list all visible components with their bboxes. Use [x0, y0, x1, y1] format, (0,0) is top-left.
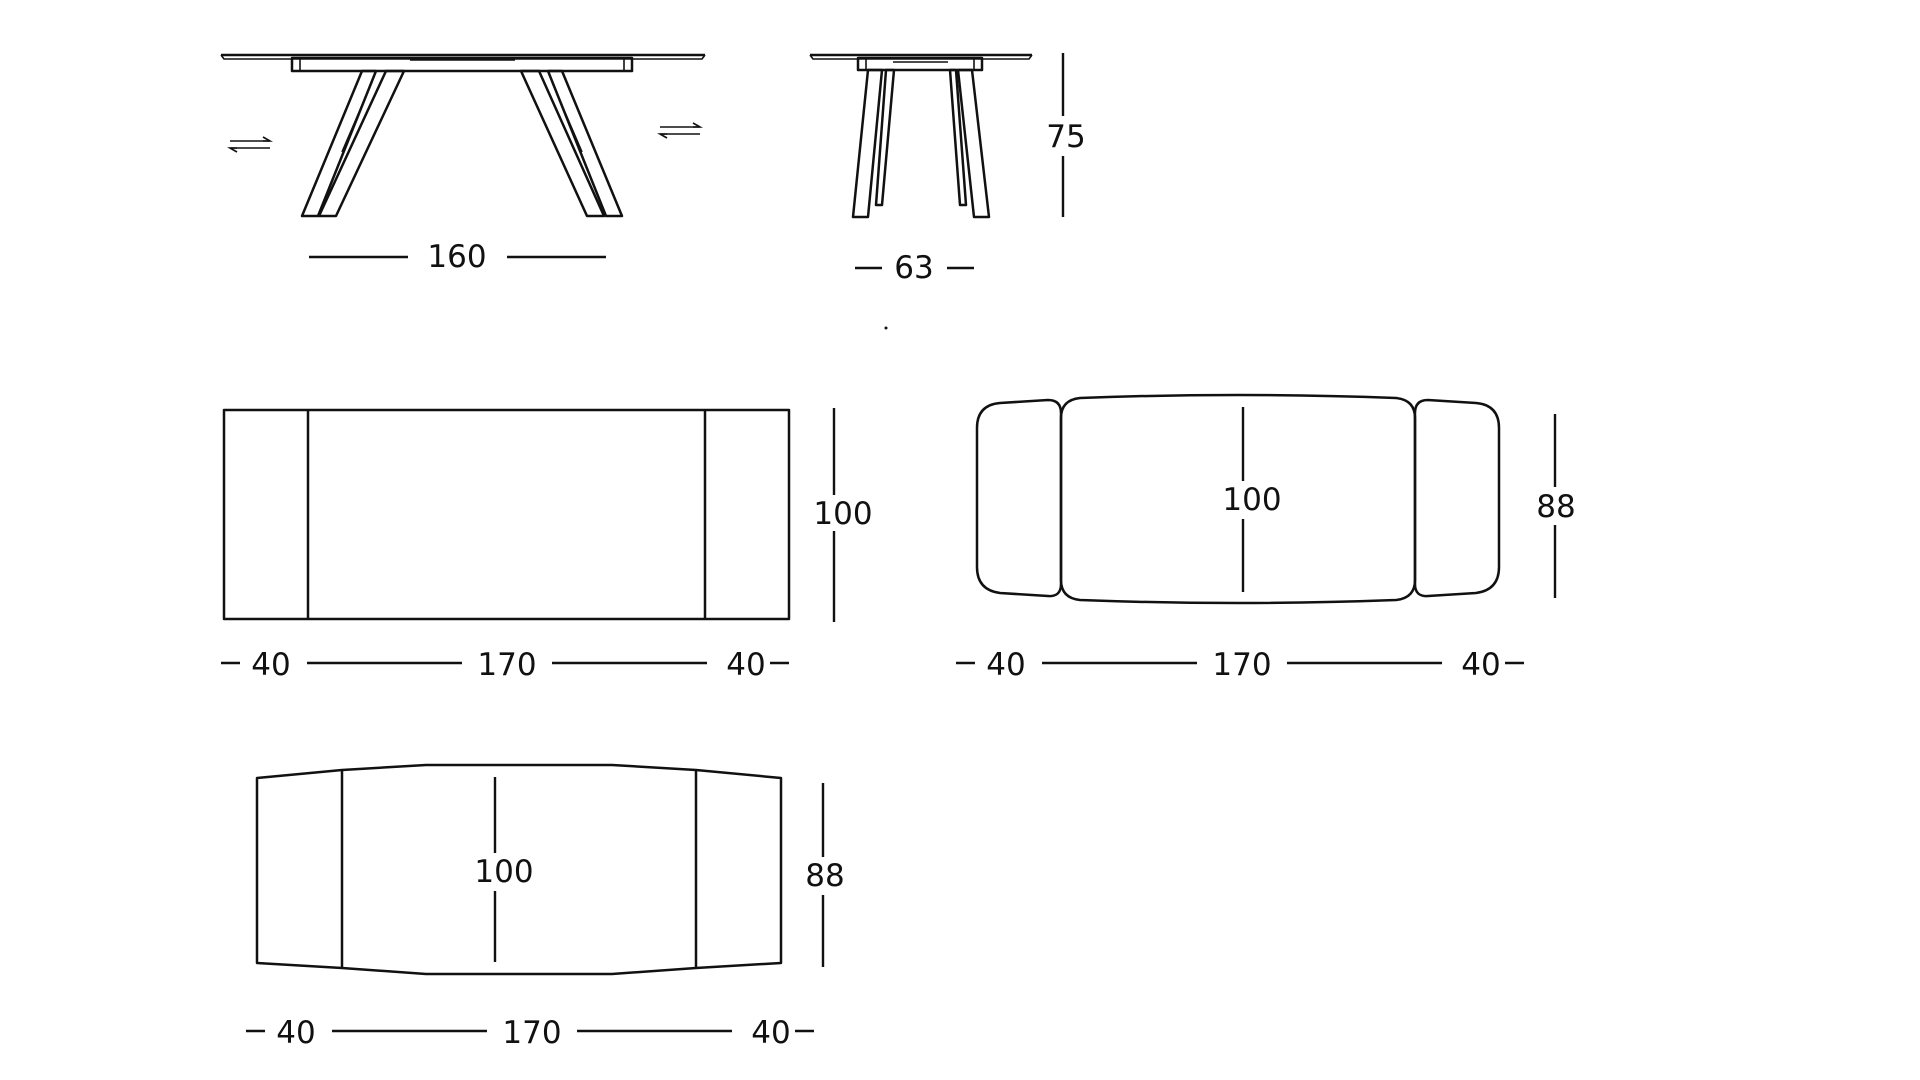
- plan-rectangular-view: 100 40 170 40: [221, 408, 873, 683]
- dimension-center-width-label: 100: [474, 854, 533, 890]
- dimension-length-label: 160: [427, 239, 486, 275]
- dimension-center-width-label: 100: [1222, 482, 1281, 518]
- dimension-top-length-label: 170: [502, 1015, 561, 1051]
- plan-faceted-view: 100 88 40 170 40: [246, 763, 846, 1051]
- dimension-width-label: 100: [813, 496, 872, 532]
- dimension-depth-label: 63: [894, 250, 933, 286]
- dimension-left-extension-label: 40: [986, 647, 1025, 683]
- extension-arrows-icon: [226, 136, 274, 153]
- side-elevation-view: 63 75: [809, 53, 1086, 330]
- dimension-top-length-label: 170: [1212, 647, 1271, 683]
- dimension-right-extension-label: 40: [751, 1015, 790, 1051]
- dimension-right-extension-label: 40: [1461, 647, 1500, 683]
- plan-rounded-view: 100 88 40 170 40: [956, 393, 1578, 683]
- dimension-right-extension-label: 40: [726, 647, 765, 683]
- dimension-end-width-label: 88: [805, 858, 844, 894]
- dimension-top-length-label: 170: [477, 647, 536, 683]
- extension-arrows-icon: [656, 122, 704, 139]
- dimension-left-extension-label: 40: [276, 1015, 315, 1051]
- dimension-left-extension-label: 40: [251, 647, 290, 683]
- front-elevation-view: 160: [220, 53, 706, 275]
- dimension-height-label: 75: [1046, 119, 1085, 155]
- dimension-end-width-label: 88: [1536, 489, 1575, 525]
